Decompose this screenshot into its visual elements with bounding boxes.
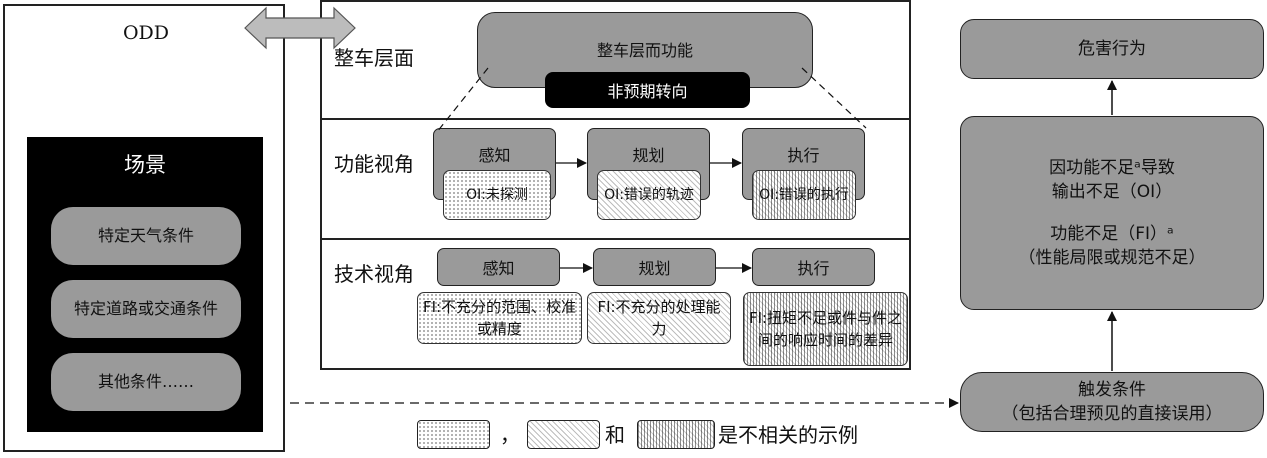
odd-panel: ODD 场景 特定天气条件 特定道路或交通条件 其他条件…… [3, 4, 285, 452]
legend-swatch-diagonal [527, 420, 600, 449]
odd-link-double-arrow-icon [244, 6, 356, 50]
legend-separator-and: 和 [605, 423, 625, 447]
triggering-condition-box: 触发条件 （包括合理预见的直接误用） [960, 372, 1264, 432]
legend-swatch-dotted [417, 420, 490, 449]
technical-execution-stage: 执行 [752, 248, 875, 286]
expansion-line-left [436, 67, 489, 133]
technical-execution-label: 执行 [797, 259, 830, 278]
fi-range-calibration: FI:不充分的范围、校准或精度 [417, 292, 582, 344]
fi-processing-capacity: FI:不充分的处理能力 [587, 292, 731, 344]
vehicle-function-label: 整车层而功能 [596, 41, 693, 60]
condition-road-traffic: 特定道路或交通条件 [51, 280, 241, 338]
technical-planning-label: 规划 [638, 259, 671, 278]
legend-caption: 是不相关的示例 [718, 423, 858, 447]
scenario-box: 场景 特定天气条件 特定道路或交通条件 其他条件…… [27, 137, 263, 432]
trigger-line2: （包括合理预见的直接误用） [1001, 404, 1223, 424]
insufficiency-box: 因功能不足ᵃ导致 输出不足（OI） 功能不足（FI）ᵃ （性能局限或规范不足） [960, 116, 1264, 310]
legend-swatch-crosshatch [637, 420, 715, 449]
technical-planning-stage: 规划 [593, 248, 716, 286]
unexpected-steering-label: 非预期转向 [607, 82, 688, 101]
hazardous-behavior-box: 危害行为 [960, 19, 1264, 79]
oi-wrong-execution: OI:错误的执行 [752, 170, 856, 220]
functional-perception-label: 感知 [478, 146, 511, 165]
odd-title: ODD [122, 22, 170, 44]
condition-weather: 特定天气条件 [51, 207, 241, 265]
fi-torque-response: FI:扭矩不足或件与件之间的响应时间的差异 [743, 292, 908, 366]
hazardous-behavior-label: 危害行为 [1078, 39, 1146, 59]
functional-view-label: 功能视角 [334, 152, 414, 176]
trigger-line1: 触发条件 [1078, 380, 1146, 400]
oi-not-detected: OI:未探测 [443, 170, 551, 220]
functional-planning-label: 规划 [632, 146, 665, 165]
unexpected-steering-box: 非预期转向 [545, 72, 750, 108]
oi-cause-line1: 因功能不足ᵃ导致 [1049, 158, 1175, 178]
condition-other: 其他条件…… [51, 353, 241, 411]
fi-line2: （性能局限或规范不足） [1018, 248, 1206, 268]
scenario-title: 场景 [124, 153, 166, 177]
technical-perception-stage: 感知 [437, 248, 560, 286]
expansion-line-right [801, 67, 867, 129]
vehicle-level-label: 整车层面 [334, 46, 414, 70]
fi-line1: 功能不足（FI）ᵃ [1050, 224, 1174, 244]
oi-cause-line2: 输出不足（OI） [1051, 182, 1173, 202]
legend-separator-comma: ， [500, 423, 520, 447]
functional-execution-label: 执行 [787, 146, 820, 165]
oi-wrong-trajectory: OI:错误的轨迹 [597, 170, 701, 220]
technical-view-label: 技术视角 [334, 262, 414, 286]
technical-perception-label: 感知 [482, 259, 515, 278]
